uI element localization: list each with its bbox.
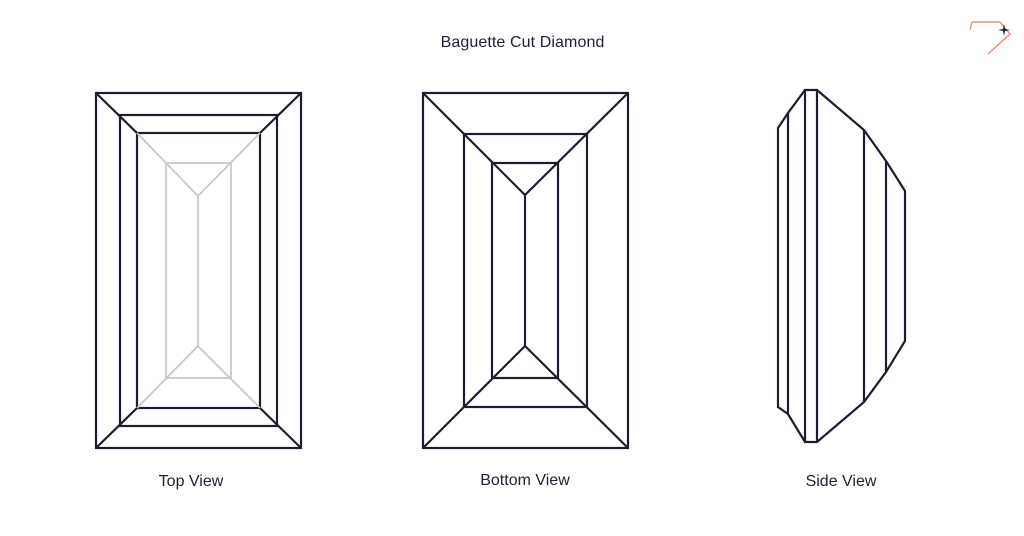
side-view-label: Side View: [805, 473, 877, 490]
diagram-title: Baguette Cut Diamond: [440, 34, 605, 51]
side-view-drawing: [776, 88, 907, 444]
bottom-view-label: Bottom View: [480, 472, 570, 489]
bottom-view-drawing: [421, 91, 630, 450]
diamond-sparkle-icon: [969, 21, 1011, 55]
top-view-drawing: [94, 91, 303, 450]
top-view-label: Top View: [158, 473, 224, 490]
